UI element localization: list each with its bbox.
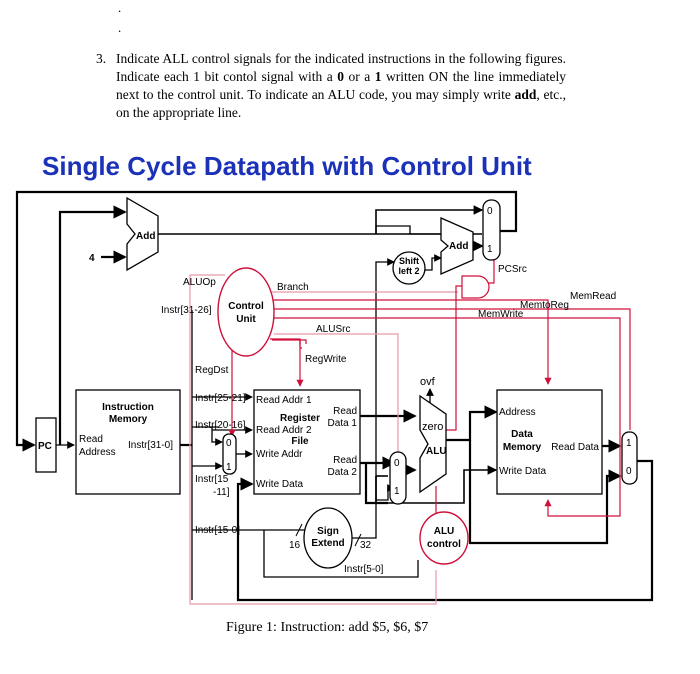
branch-and-gate (461, 275, 490, 299)
register-file (253, 389, 361, 495)
pcsrc-mux-0: 0 (487, 206, 493, 217)
regdst-mux-0: 0 (226, 438, 232, 449)
zero-label: zero (422, 421, 443, 433)
shift-left-label-1: Shift (399, 256, 419, 266)
instr-5-0-label: Instr[5-0] (344, 564, 384, 575)
memwrite-label: MemWrite (478, 309, 524, 320)
shift-left-label-2: left 2 (398, 266, 419, 276)
read-address-label-2: Address (79, 447, 116, 458)
width-32-label: 32 (360, 540, 372, 551)
control-unit (217, 267, 275, 357)
signal-labels: ALUOp Branch MemRead MemtoReg MemWrite A… (161, 264, 616, 575)
instr-20-16-label: Instr[20-16] (195, 420, 246, 431)
dot-1: . (118, 0, 122, 15)
problem-text-part: 0 (337, 69, 344, 84)
read-data-2-label-2: Data 2 (328, 467, 358, 478)
instr-15-11-label-2: -11] (213, 487, 230, 498)
alusrc-label: ALUSrc (316, 324, 350, 335)
problem-text-part: 1 (374, 69, 382, 84)
memtoreg-label: MemtoReg (520, 300, 569, 311)
instr-31-0-label: Instr[31-0] (128, 440, 173, 451)
control-unit-label-1: Control (228, 301, 264, 312)
branch-adder (440, 217, 474, 275)
pc-label: PC (38, 441, 52, 452)
control-unit-label-2: Unit (236, 314, 256, 325)
sign-extend-label-2: Extend (311, 538, 344, 549)
instr-15-11-label-1: Instr[15 (195, 474, 229, 485)
read-addr-1-label: Read Addr 1 (256, 395, 312, 406)
instruction-memory-label-1: Instruction (102, 402, 154, 413)
sign-extend (303, 507, 353, 569)
read-data-mem-label: Read Data (551, 442, 599, 453)
data-memory-label-1: Data (511, 429, 533, 440)
alusrc-mux-1: 1 (394, 486, 400, 497)
read-addr-2-label: Read Addr 2 (256, 425, 312, 436)
alusrc-mux (389, 451, 407, 505)
branch-label: Branch (277, 282, 309, 293)
write-data-mem-label: Write Data (499, 466, 546, 477)
register-file-label-2: File (291, 436, 309, 447)
figure-caption: Figure 1: Instruction: add $5, $6, $7 (226, 620, 429, 635)
instr-15-0-label: Instr[15-0] (195, 525, 240, 536)
shift-left-2 (392, 251, 426, 285)
address-label: Address (499, 407, 536, 418)
bus-width-ticks (295, 523, 362, 547)
regwrite-label: RegWrite (305, 354, 347, 365)
problem-statement: 3. Indicate ALL control signals for the … (96, 50, 566, 122)
read-data-2-label-1: Read (333, 455, 357, 466)
register-file-label-1: Register (280, 413, 320, 424)
pcsrc-label: PCSrc (498, 264, 527, 275)
data-memory-label-2: Memory (503, 442, 542, 453)
alu-control-label-1: ALU (434, 526, 455, 537)
alu-label: ALU (426, 446, 447, 457)
read-data-1-label-2: Data 1 (328, 418, 358, 429)
pc-adder (126, 196, 159, 272)
problem-text-part: Indicate ALL control signals for the ind… (116, 51, 566, 84)
problem-number: 3. (96, 51, 107, 66)
alu-control-label-2: control (427, 539, 461, 550)
read-address-label-1: Read (79, 434, 103, 445)
read-data-1-label-1: Read (333, 406, 357, 417)
problem-text-part: written ON the line immediately next to … (116, 69, 566, 102)
data-memory (496, 389, 603, 495)
datapath-wires (15, 190, 654, 602)
ovf-label: ovf (420, 376, 436, 388)
alu (419, 394, 447, 494)
memtoreg-mux-1: 1 (626, 438, 632, 449)
pcsrc-mux (482, 199, 501, 261)
memtoreg-mux-0: 0 (626, 466, 632, 477)
problem-text-part: or a (343, 69, 375, 84)
dot-2: . (118, 20, 122, 35)
alu-control (419, 511, 469, 565)
pc-adder-label: Add (136, 231, 155, 242)
problem-text-part: add (514, 87, 537, 102)
branch-adder-label: Add (449, 241, 468, 252)
sign-extend-label-1: Sign (317, 526, 339, 537)
write-data-reg-label: Write Data (256, 479, 303, 490)
aluop-label: ALUOp (183, 277, 216, 288)
alusrc-mux-0: 0 (394, 458, 400, 469)
diagram-title: Single Cycle Datapath with Control Unit (42, 151, 532, 181)
width-16-label: 16 (289, 540, 301, 551)
memread-label: MemRead (570, 291, 616, 302)
problem-text-part: , etc., on the appropriate line. (116, 87, 566, 120)
constant-four: 4 (89, 253, 95, 264)
instruction-memory (75, 389, 181, 495)
memtoreg-mux (621, 431, 638, 485)
problem-text: Indicate ALL control signals for the ind… (116, 50, 566, 122)
control-wires (189, 254, 631, 605)
regdst-mux (222, 433, 237, 475)
pcsrc-mux-1: 1 (487, 244, 493, 255)
instruction-memory-label-2: Memory (109, 414, 148, 425)
instr-25-21-label: Instr[25-21] (195, 393, 246, 404)
pc-register (35, 417, 57, 473)
regdst-mux-1: 1 (226, 462, 232, 473)
regdst-label: RegDst (195, 365, 229, 376)
write-addr-label: Write Addr (256, 449, 303, 460)
instr-31-26-label: Instr[31-26] (161, 305, 212, 316)
